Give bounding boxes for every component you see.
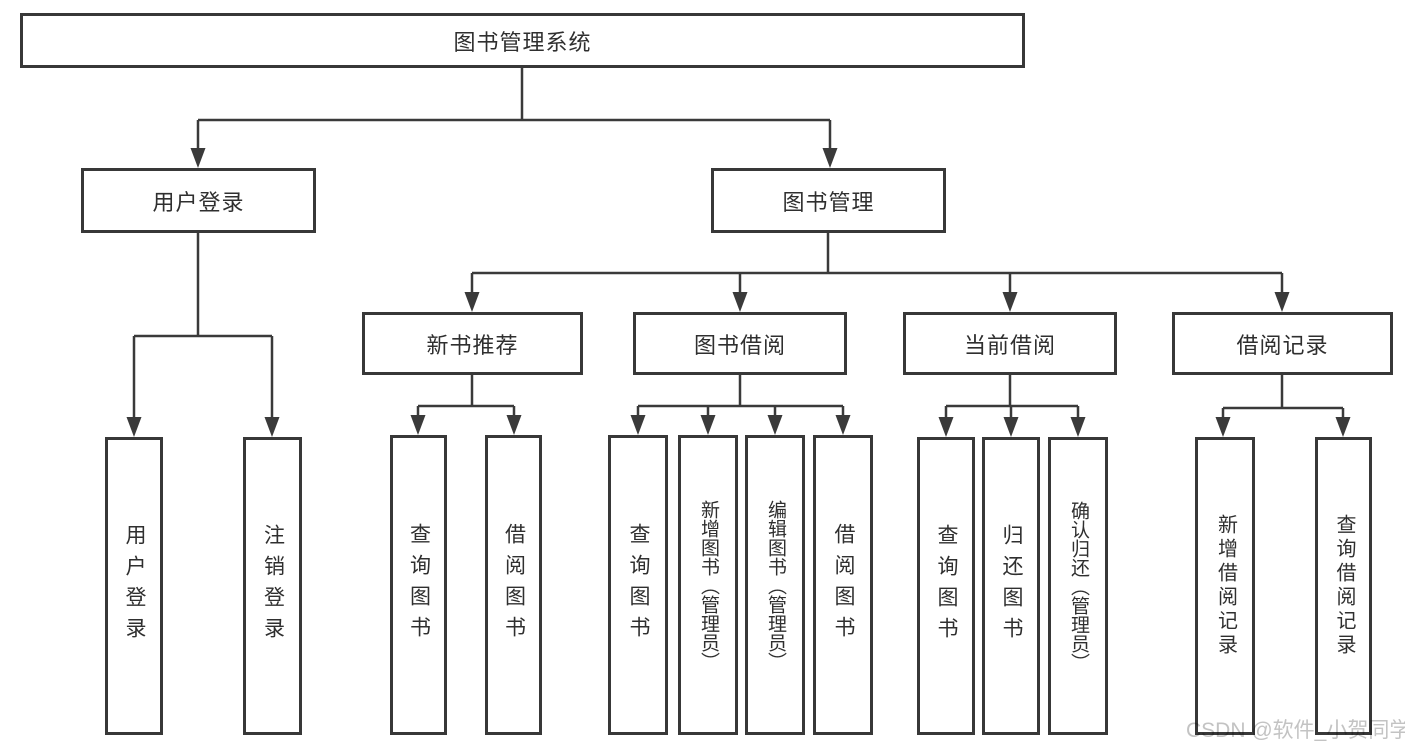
leaf-label: 编辑图书（管理员）	[764, 499, 786, 671]
leaf-borrow-books-1: 借阅图书	[485, 435, 542, 735]
leaf-confirm-return-admin: 确认归还（管理员）	[1048, 437, 1108, 735]
leaf-add-borrow-record: 新增借阅记录	[1195, 437, 1255, 735]
node-root: 图书管理系统	[20, 13, 1025, 68]
leaf-add-book-admin: 新增图书（管理员）	[678, 435, 738, 735]
leaf-label: 用户登录	[123, 524, 147, 648]
leaf-query-books-2: 查询图书	[608, 435, 668, 735]
leaf-label: 借阅图书	[832, 523, 856, 647]
leaf-label: 查询图书	[407, 523, 431, 647]
arrowheads	[126, 148, 1351, 437]
leaf-label: 新增借阅记录	[1214, 514, 1237, 658]
tree-branches	[132, 68, 1345, 421]
leaf-return-book: 归还图书	[982, 437, 1040, 735]
node-label: 借阅记录	[1236, 332, 1329, 358]
leaf-label: 确认归还（管理员）	[1067, 500, 1089, 672]
node-label: 图书管理	[782, 189, 875, 215]
leaf-label: 查询图书	[627, 523, 651, 647]
node-label: 图书借阅	[693, 332, 786, 358]
leaf-label: 借阅图书	[502, 523, 526, 647]
leaf-logout: 注销登录	[243, 437, 302, 735]
leaf-edit-book-admin: 编辑图书（管理员）	[745, 435, 805, 735]
leaf-borrow-books-2: 借阅图书	[813, 435, 873, 735]
node-user-login-branch: 用户登录	[81, 168, 316, 233]
csdn-watermark: CSDN @软件_小贺同学	[1186, 719, 1405, 742]
node-label: 用户登录	[152, 189, 245, 215]
leaf-label: 归还图书	[1000, 524, 1024, 648]
node-book-management-branch: 图书管理	[711, 168, 946, 233]
node-book-borrow: 图书借阅	[633, 312, 847, 375]
node-root-label: 图书管理系统	[453, 29, 592, 55]
leaf-query-books-1: 查询图书	[390, 435, 447, 735]
leaf-label: 查询借阅记录	[1333, 514, 1355, 658]
node-current-borrow: 当前借阅	[903, 312, 1117, 375]
leaf-user-login: 用户登录	[105, 437, 163, 735]
leaf-label: 注销登录	[261, 524, 285, 648]
node-borrow-record: 借阅记录	[1172, 312, 1393, 375]
node-label: 当前借阅	[963, 332, 1056, 358]
node-new-book-recommend: 新书推荐	[362, 312, 583, 375]
leaf-label: 新增图书（管理员）	[697, 499, 719, 671]
leaf-label: 查询图书	[935, 524, 959, 648]
leaf-query-books-3: 查询图书	[917, 437, 975, 735]
leaf-query-borrow-record: 查询借阅记录	[1315, 437, 1372, 735]
node-label: 新书推荐	[426, 332, 519, 358]
